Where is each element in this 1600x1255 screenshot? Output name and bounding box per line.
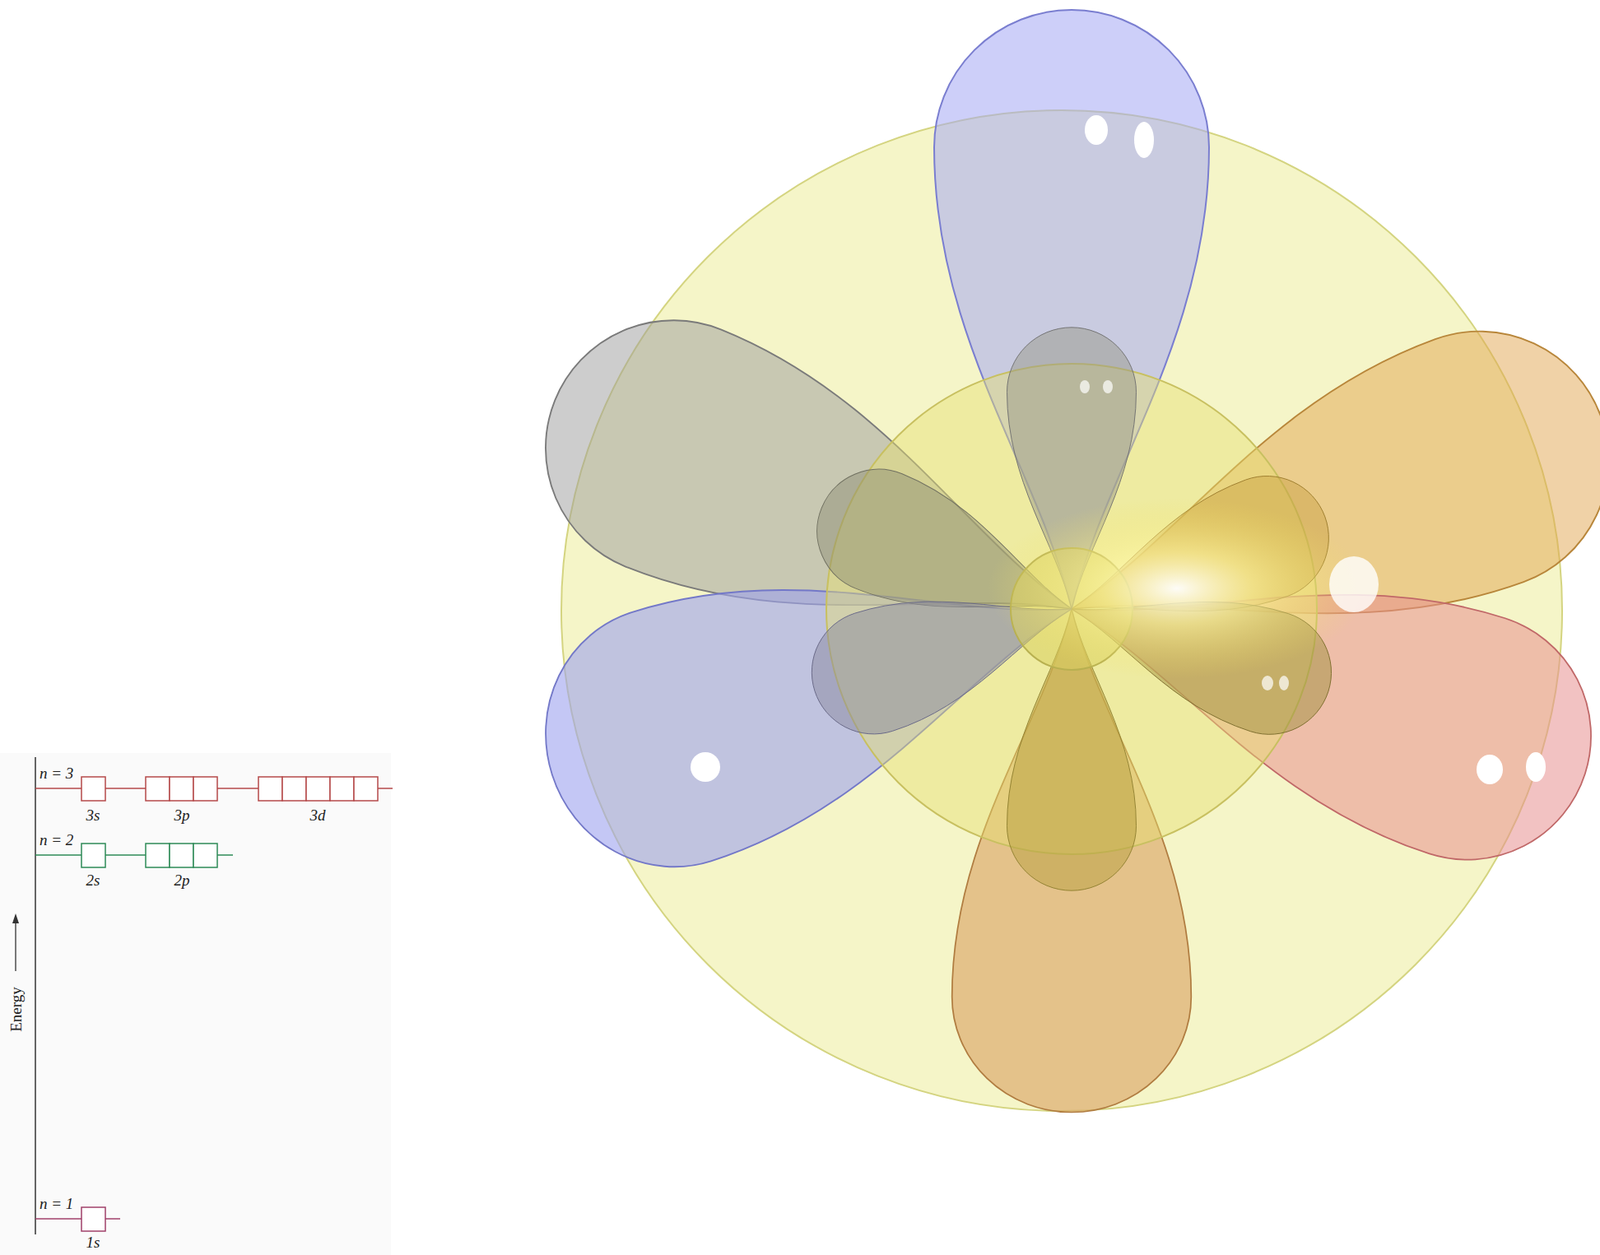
3p-lobes — [506, 9, 1600, 1113]
orbital-label: 3p — [172, 806, 192, 824]
level-label: n = 1 — [37, 1195, 75, 1213]
orbital-label: 1s — [84, 1233, 103, 1252]
orbital-label: 2p — [172, 871, 192, 889]
highlights — [690, 115, 1546, 785]
energy-arrowhead — [12, 913, 19, 924]
level-label: n = 2 — [37, 831, 75, 849]
axis-label: Energy — [7, 985, 25, 1034]
panel-ground — [0, 753, 391, 1255]
level-label: n = 3 — [37, 764, 75, 782]
orbital-label: 3d — [308, 806, 328, 824]
energy-arrow — [14, 921, 16, 972]
glow — [987, 497, 1367, 680]
level-3 — [35, 776, 393, 801]
orbital-label: 3s — [84, 806, 103, 824]
energy-axis — [34, 757, 37, 1235]
orbital-label: 2s — [84, 871, 103, 889]
